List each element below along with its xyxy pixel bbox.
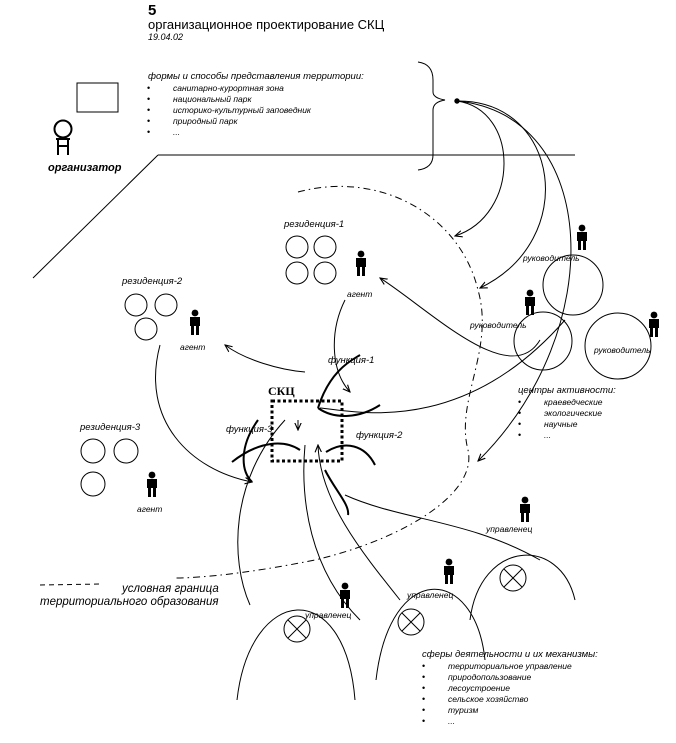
spheres-item: туризм bbox=[422, 705, 572, 716]
manager-2-label: руководитель bbox=[470, 320, 527, 330]
manager-1-label: руководитель bbox=[523, 253, 580, 263]
spheres-list: территориальное управление природопользо… bbox=[422, 661, 572, 727]
manager-3-person-icon bbox=[649, 311, 659, 337]
person-icons bbox=[147, 224, 659, 608]
forms-item: историко-культурный заповедник bbox=[147, 105, 311, 116]
agent-2-label: агент bbox=[180, 342, 206, 352]
arrow-controller-3-to-skc bbox=[344, 494, 541, 561]
page-number: 5 bbox=[148, 2, 157, 19]
centers-item: научные bbox=[518, 419, 603, 430]
residence-1-label: резиденция-1 bbox=[284, 219, 345, 230]
agent-3-label: агент bbox=[137, 504, 163, 514]
forms-heading: формы и способы представления территории… bbox=[148, 71, 364, 82]
arrow-controller-2-to-skc bbox=[303, 444, 361, 621]
agent-1-person-icon bbox=[356, 250, 366, 276]
manager-2-person-icon bbox=[525, 289, 535, 315]
controller-3-label: управленец bbox=[486, 524, 533, 534]
spheres-item: ... bbox=[422, 716, 572, 727]
spheres-heading: сферы деятельности и их механизмы: bbox=[422, 649, 598, 660]
controller-1-label: управленец bbox=[305, 610, 352, 620]
manager-3-label: руководитель bbox=[594, 345, 651, 355]
controller-circle-3 bbox=[499, 564, 527, 592]
centers-item: краеведческие bbox=[518, 397, 603, 408]
spheres-item: лесоустроение bbox=[422, 683, 572, 694]
function-2-arc bbox=[325, 444, 376, 466]
boundary-label-line1: условная граница bbox=[122, 583, 219, 595]
page-date: 19.04.02 bbox=[148, 32, 184, 42]
function-1-label: функция-1 bbox=[328, 355, 375, 366]
forms-item: национальный парк bbox=[147, 94, 311, 105]
controller-3-person-icon bbox=[520, 496, 530, 522]
residence-3-label: резиденция-3 bbox=[80, 422, 141, 433]
function-3-arc-b bbox=[231, 442, 301, 463]
activity-circle-3 bbox=[584, 312, 652, 380]
controller-2-person-icon bbox=[444, 558, 454, 584]
forms-item: санитарно-курортная зона bbox=[147, 83, 311, 94]
spheres-item: природопользование bbox=[422, 672, 572, 683]
activity-circle-1 bbox=[542, 254, 604, 316]
arrow-controller-to-skc bbox=[318, 445, 401, 601]
residence-3-circles bbox=[80, 438, 139, 497]
manager-1-person-icon bbox=[577, 224, 587, 250]
arrow-to-agent-2 bbox=[225, 345, 306, 373]
controller-2-label: управленец bbox=[407, 590, 454, 600]
skc-label: СКЦ bbox=[268, 384, 295, 398]
forms-brace bbox=[417, 61, 446, 171]
arrow-to-boundary bbox=[456, 100, 546, 288]
forms-item: ... bbox=[147, 127, 311, 138]
territory-boundary bbox=[174, 185, 483, 579]
function-1-arc-b bbox=[317, 404, 381, 417]
function-3-label: функция-3 bbox=[226, 424, 273, 435]
centers-item: экологические bbox=[518, 408, 603, 419]
residence-2-circles bbox=[124, 293, 178, 341]
residence-2-label: резиденция-2 bbox=[122, 276, 183, 287]
function-2-arc-b bbox=[324, 469, 350, 516]
residence-1-circles bbox=[285, 235, 337, 285]
page-title: организационное проектирование СКЦ bbox=[148, 17, 385, 32]
boundary-legend-line bbox=[39, 583, 103, 586]
function-1-arc bbox=[317, 354, 361, 409]
forms-item: природный парк bbox=[147, 116, 311, 127]
controller-circle-2 bbox=[397, 608, 425, 636]
arrow-center-to-skc bbox=[319, 319, 566, 414]
spheres-item: территориальное управление bbox=[422, 661, 572, 672]
controller-arc-1 bbox=[236, 609, 356, 701]
arrow-to-residence-1 bbox=[455, 100, 505, 236]
arrow-manager-to-agent-1 bbox=[380, 278, 541, 357]
spheres-item: сельское хозяйство bbox=[422, 694, 572, 705]
agent-1-label: агент bbox=[347, 289, 373, 299]
centers-list: краеведческие экологические научные ... bbox=[518, 397, 603, 441]
controller-circle-1 bbox=[283, 615, 311, 643]
organizer-icon bbox=[53, 119, 73, 155]
controller-arc-3 bbox=[469, 554, 576, 621]
agent-2-person-icon bbox=[190, 309, 200, 335]
organizer-label: организатор bbox=[48, 162, 122, 174]
function-2-label: функция-2 bbox=[356, 430, 403, 441]
arrow-agent-1-to-skc bbox=[333, 299, 350, 392]
controller-arc-2 bbox=[375, 588, 486, 681]
forms-list: санитарно-курортная зона национальный па… bbox=[147, 83, 311, 138]
boundary-label-line2: территориального образования bbox=[40, 596, 219, 608]
territory-rectangle bbox=[76, 82, 119, 113]
centers-heading: центры активности: bbox=[518, 385, 616, 396]
arrow-agent-2-to-skc bbox=[155, 344, 252, 482]
plane-left-edge bbox=[32, 154, 159, 279]
centers-item: ... bbox=[518, 430, 603, 441]
controller-1-person-icon bbox=[340, 582, 350, 608]
skc-square bbox=[270, 399, 344, 463]
arrow-skc-down-1 bbox=[237, 419, 286, 606]
agent-3-person-icon bbox=[147, 471, 157, 497]
